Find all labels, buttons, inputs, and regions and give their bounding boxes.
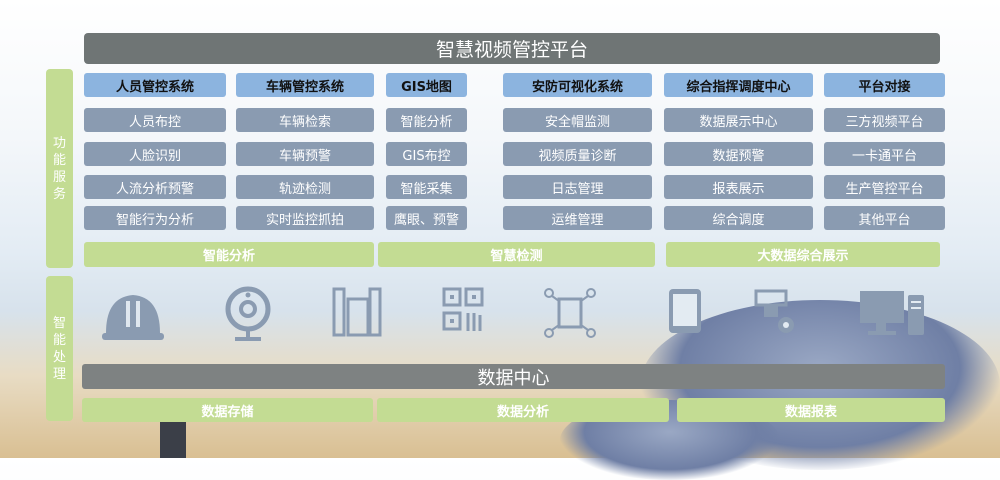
- green-bar-smart-detection[interactable]: 智慧检测: [378, 242, 655, 267]
- side-label-text: 智能处理: [53, 315, 67, 382]
- column-header[interactable]: 综合指挥调度中心: [664, 73, 813, 97]
- side-label-text: 功能服务: [53, 135, 67, 202]
- function-item[interactable]: 实时监控抓拍: [236, 206, 374, 230]
- function-item[interactable]: GIS布控: [386, 142, 467, 166]
- function-item[interactable]: 智能行为分析: [84, 206, 226, 230]
- function-item[interactable]: 生产管控平台: [824, 175, 945, 199]
- function-item[interactable]: 智能采集: [386, 175, 467, 199]
- function-item[interactable]: 报表展示: [664, 175, 813, 199]
- qr-code-icon: [442, 287, 484, 331]
- column-header[interactable]: 平台对接: [824, 73, 945, 97]
- green-bar-big-data[interactable]: 大数据综合展示: [666, 242, 940, 267]
- data-analysis-bar[interactable]: 数据分析: [377, 398, 669, 422]
- function-item[interactable]: 数据预警: [664, 142, 813, 166]
- side-label-processing: 智能处理: [46, 276, 73, 421]
- function-item[interactable]: 人流分析预警: [84, 175, 226, 199]
- desktop-computer-icon: [860, 291, 924, 335]
- function-item[interactable]: 人员布控: [84, 108, 226, 132]
- column-header[interactable]: GIS地图: [386, 73, 467, 97]
- function-item[interactable]: 数据展示中心: [664, 108, 813, 132]
- page-title: 智慧视频管控平台: [84, 33, 940, 64]
- drone-icon: [544, 288, 596, 338]
- column-header[interactable]: 人员管控系统: [84, 73, 226, 97]
- data-report-bar[interactable]: 数据报表: [677, 398, 945, 422]
- function-item[interactable]: 其他平台: [824, 206, 945, 230]
- tablet-icon: [669, 289, 701, 333]
- function-item[interactable]: 车辆检索: [236, 108, 374, 132]
- camera-gear-icon: [754, 289, 794, 333]
- webcam-icon: [225, 286, 271, 341]
- function-item[interactable]: 车辆预警: [236, 142, 374, 166]
- function-item[interactable]: 人脸识别: [84, 142, 226, 166]
- function-item[interactable]: 安全帽监测: [503, 108, 652, 132]
- function-item[interactable]: 视频质量诊断: [503, 142, 652, 166]
- helmet-icon: [102, 295, 164, 340]
- side-label-function: 功能服务: [46, 69, 73, 268]
- data-center-bar: 数据中心: [82, 364, 945, 389]
- function-item[interactable]: 综合调度: [664, 206, 813, 230]
- server-rack-icon: [332, 287, 382, 337]
- function-item[interactable]: 三方视频平台: [824, 108, 945, 132]
- function-item[interactable]: 鹰眼、预警: [386, 206, 467, 230]
- function-item[interactable]: 轨迹检测: [236, 175, 374, 199]
- data-storage-bar[interactable]: 数据存储: [82, 398, 373, 422]
- green-bar-smart-analysis[interactable]: 智能分析: [84, 242, 374, 267]
- function-item[interactable]: 日志管理: [503, 175, 652, 199]
- column-header[interactable]: 车辆管控系统: [236, 73, 374, 97]
- function-item[interactable]: 运维管理: [503, 206, 652, 230]
- function-item[interactable]: 智能分析: [386, 108, 467, 132]
- function-item[interactable]: 一卡通平台: [824, 142, 945, 166]
- column-header[interactable]: 安防可视化系统: [503, 73, 652, 97]
- industrial-tower: [160, 420, 186, 458]
